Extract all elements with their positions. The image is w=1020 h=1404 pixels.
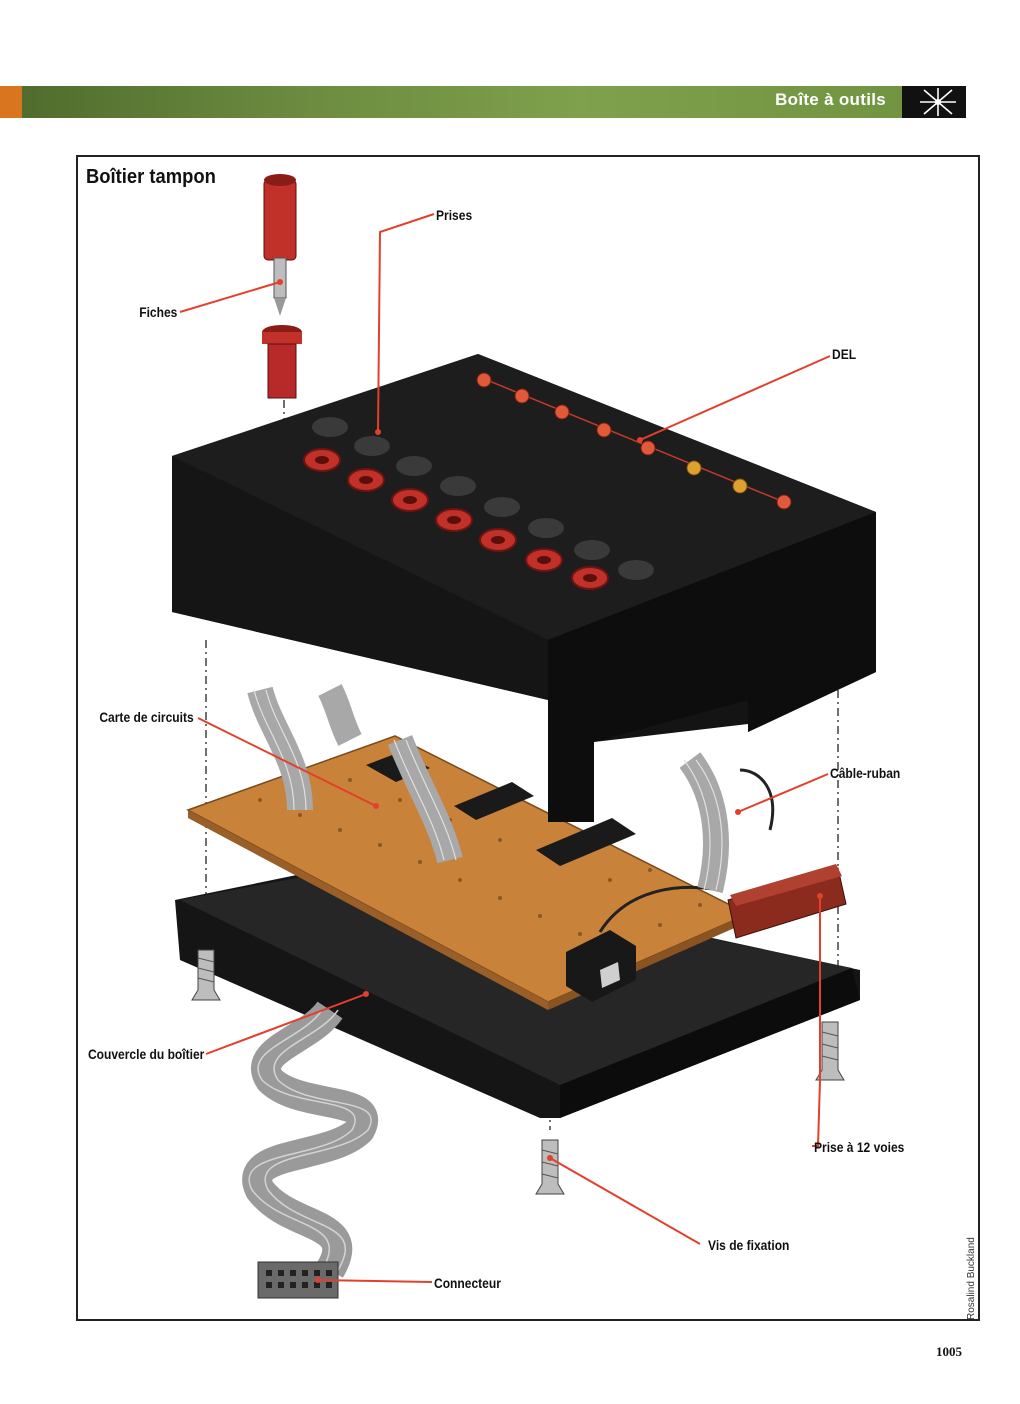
label-couvercle-du-boitier: Couvercle du boîtier bbox=[87, 1046, 204, 1062]
small-socket bbox=[566, 930, 636, 1002]
label-prises: Prises bbox=[436, 207, 473, 223]
sunburst-logo-icon bbox=[902, 86, 966, 118]
top-sockets bbox=[303, 417, 654, 590]
section-title: Boîte à outils bbox=[775, 90, 886, 109]
header-accent-bar bbox=[0, 86, 22, 118]
mounting-screws bbox=[191, 949, 845, 1195]
label-carte-de-circuits: Carte de circuits bbox=[99, 709, 194, 725]
label-fiches: Fiches bbox=[138, 304, 177, 320]
plug bbox=[263, 174, 297, 316]
socket-part bbox=[262, 325, 302, 399]
figure-frame bbox=[76, 155, 980, 1321]
label-vis-de-fixation: Vis de fixation bbox=[708, 1237, 790, 1253]
label-cable-ruban: Câble-ruban bbox=[830, 765, 901, 781]
label-prise-12-voies: Prise à 12 voies bbox=[814, 1139, 905, 1155]
label-connecteur: Connecteur bbox=[434, 1275, 501, 1291]
section-header-band bbox=[0, 86, 966, 118]
twelve-way-socket bbox=[727, 864, 847, 939]
page-number: 1005 bbox=[936, 1344, 962, 1359]
led-row bbox=[476, 372, 792, 510]
figure-title: Boîtier tampon bbox=[86, 166, 216, 188]
ribbon-cable-lower bbox=[242, 1000, 378, 1278]
label-del: DEL bbox=[832, 346, 857, 362]
illustration-credit: Rosalind Buckland bbox=[966, 1237, 977, 1320]
